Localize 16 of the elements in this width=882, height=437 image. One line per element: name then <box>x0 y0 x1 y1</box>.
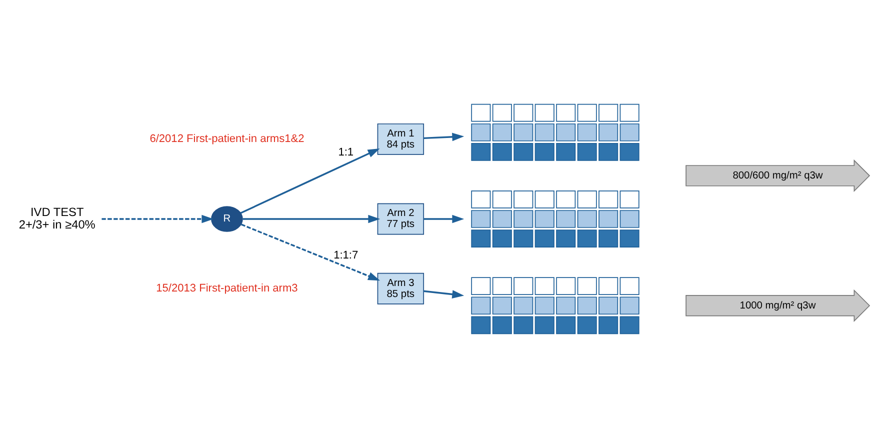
edge-label: 1:1 <box>338 146 354 158</box>
label: 15/2013 First-patient-in arm3 <box>156 282 298 294</box>
node-box: Arm 2 77 pts <box>377 202 424 234</box>
arrow <box>242 214 380 223</box>
node-box: Arm 3 85 pts <box>377 272 424 304</box>
arrow <box>102 214 214 223</box>
edge-label: 1:1:7 <box>334 248 358 261</box>
node-text: IVD TEST 2+/3+ in ≥40% <box>18 204 96 232</box>
label: 6/2012 First-patient-in arms1&2 <box>150 132 304 145</box>
arrow <box>424 290 464 298</box>
arrow <box>241 223 380 280</box>
arrow <box>240 148 380 214</box>
arrow <box>424 132 464 141</box>
node-box: Arm 1 84 pts <box>377 122 424 154</box>
arrow <box>424 214 464 223</box>
node-ellipse: R <box>211 206 243 232</box>
